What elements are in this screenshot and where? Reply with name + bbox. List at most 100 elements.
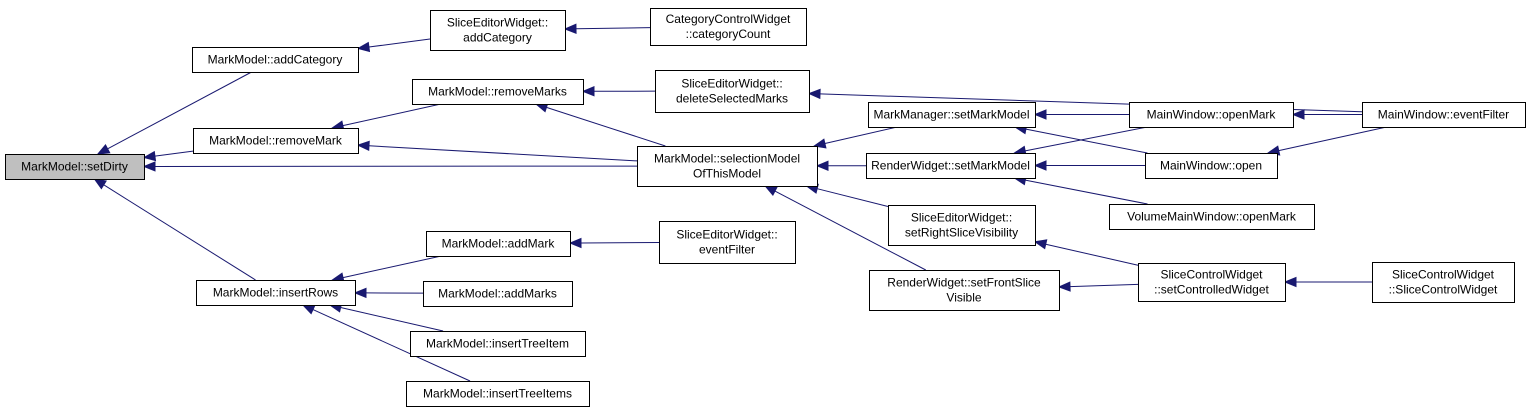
arrowhead-icon: [815, 160, 829, 172]
node-label: MainWindow::open: [1160, 159, 1262, 173]
edge-line: [1025, 128, 1148, 154]
node-setRightSliceVisibility[interactable]: SliceEditorWidget::setRightSliceVisibili…: [888, 205, 1036, 246]
arrowhead-icon: [301, 304, 316, 315]
node-box[interactable]: [1129, 102, 1294, 128]
edge-rwSetMarkModel-to-selectionModel: [815, 160, 867, 172]
node-addMarks[interactable]: MarkModel::addMarks: [423, 281, 573, 307]
arrowhead-icon: [1283, 276, 1297, 288]
node-box[interactable]: [196, 280, 356, 306]
node-label: ::categoryCount: [686, 27, 771, 41]
node-vmwOpenMark[interactable]: VolumeMainWindow::openMark: [1109, 204, 1315, 230]
edge-line: [1045, 243, 1139, 266]
edge-line: [368, 38, 431, 48]
node-label: eventFilter: [699, 243, 755, 257]
node-mwOpenMark[interactable]: MainWindow::openMark: [1129, 102, 1294, 128]
edge-addMark-to-insertRows: [330, 255, 442, 283]
edge-line: [1278, 126, 1387, 152]
edge-line: [546, 106, 666, 147]
edge-line: [824, 126, 898, 145]
edge-selectionModel-to-setDirty: [142, 161, 638, 172]
node-setControlledWidget[interactable]: SliceControlWidget::setControlledWidget: [1138, 263, 1286, 302]
edge-sliceControlWidgetCtor-to-setControlledWidget: [1283, 276, 1372, 288]
edge-removeMarks-to-removeMark: [330, 103, 441, 131]
node-box[interactable]: [192, 47, 359, 73]
arrowhead-icon: [93, 178, 107, 190]
edge-line: [368, 145, 638, 162]
edge-vmwOpenMark-to-rwSetMarkModel: [1013, 175, 1148, 205]
edge-line: [1025, 179, 1148, 205]
node-label: MarkModel::insertTreeItems: [423, 387, 572, 401]
node-sewEventFilter[interactable]: SliceEditorWidget::eventFilter: [659, 221, 796, 264]
node-box[interactable]: [869, 270, 1060, 311]
edge-mwOpen-to-rwSetMarkModel: [1033, 160, 1145, 171]
node-insertTreeItem[interactable]: MarkModel::insertTreeItem: [410, 331, 586, 357]
node-box[interactable]: [426, 231, 571, 257]
node-box[interactable]: [866, 153, 1036, 179]
edge-line: [580, 241, 660, 244]
node-categoryCount[interactable]: CategoryControlWidget::categoryCount: [650, 8, 807, 46]
node-mwOpen[interactable]: MainWindow::open: [1145, 153, 1278, 179]
node-label: setRightSliceVisibility: [905, 226, 1018, 240]
node-box[interactable]: [423, 281, 573, 307]
arrowhead-icon: [1291, 109, 1305, 120]
node-box[interactable]: [412, 79, 584, 105]
node-box[interactable]: [655, 70, 810, 113]
node-insertRows[interactable]: MarkModel::insertRows: [196, 280, 356, 306]
node-box[interactable]: [650, 8, 807, 46]
node-box[interactable]: [1372, 262, 1515, 303]
node-box[interactable]: [5, 154, 145, 180]
edge-line: [1025, 126, 1148, 152]
node-label: MarkModel::addMarks: [438, 287, 557, 301]
edge-removeMark-to-setDirty: [142, 150, 194, 162]
arrowhead-icon: [1057, 281, 1071, 292]
node-removeMark[interactable]: MarkModel::removeMark: [193, 128, 359, 154]
edge-line: [575, 27, 651, 30]
edge-line: [342, 255, 442, 279]
node-rwSetMarkModel[interactable]: RenderWidget::setMarkModel: [866, 153, 1036, 179]
edge-setControlledWidget-to-setRightSliceVisibility: [1033, 239, 1139, 266]
arrowhead-icon: [1033, 109, 1047, 120]
node-box[interactable]: [430, 10, 566, 51]
node-label: SliceEditorWidget::: [676, 228, 777, 242]
node-deleteSelectedMarks[interactable]: SliceEditorWidget::deleteSelectedMarks: [655, 70, 810, 113]
node-mwEventFilter[interactable]: MainWindow::eventFilter: [1362, 102, 1526, 128]
node-box[interactable]: [1362, 102, 1526, 128]
node-box[interactable]: [1145, 153, 1278, 179]
edge-mwOpenMark-to-mmSetMarkModel: [1033, 109, 1129, 120]
edge-selectionModel-to-removeMark: [356, 140, 638, 162]
node-box[interactable]: [410, 331, 586, 357]
nodes-layer: MarkModel::setDirty MarkModel::addCategor…: [5, 8, 1526, 407]
node-box[interactable]: [1109, 204, 1315, 230]
node-box[interactable]: [193, 128, 359, 154]
node-box[interactable]: [868, 102, 1036, 128]
arrowhead-icon: [581, 86, 595, 97]
edge-insertTreeItems-to-insertRows: [301, 304, 471, 382]
node-addCategory[interactable]: MarkModel::addCategory: [192, 47, 359, 73]
node-mmSetMarkModel[interactable]: MarkManager::setMarkModel: [868, 102, 1036, 128]
node-addMark[interactable]: MarkModel::addMark: [426, 231, 571, 257]
edge-setControlledWidget-to-setFrontSliceVisible: [1057, 281, 1139, 292]
node-label: MarkModel::setDirty: [21, 160, 128, 174]
node-label: MarkModel::addMark: [442, 237, 556, 251]
node-box[interactable]: [406, 381, 590, 407]
node-removeMarks[interactable]: MarkModel::removeMarks: [412, 79, 584, 105]
node-insertTreeItems[interactable]: MarkModel::insertTreeItems: [406, 381, 590, 407]
node-box[interactable]: [637, 146, 818, 187]
edge-line: [342, 103, 441, 127]
arrowhead-icon: [356, 140, 370, 152]
node-box[interactable]: [1138, 263, 1286, 302]
node-setDirty[interactable]: MarkModel::setDirty: [5, 154, 145, 180]
edge-line: [1069, 283, 1139, 288]
node-label: deleteSelectedMarks: [676, 92, 788, 106]
arrowhead-icon: [356, 41, 371, 53]
arrowhead-icon: [812, 138, 827, 149]
node-box[interactable]: [659, 221, 796, 264]
node-box[interactable]: [888, 205, 1036, 246]
node-sewAddCategory[interactable]: SliceEditorWidget::addCategory: [430, 10, 566, 51]
node-sliceControlWidgetCtor[interactable]: SliceControlWidget::SliceControlWidget: [1372, 262, 1515, 303]
edge-line: [774, 190, 927, 271]
edge-sewAddCategory-to-addCategory: [356, 38, 431, 53]
